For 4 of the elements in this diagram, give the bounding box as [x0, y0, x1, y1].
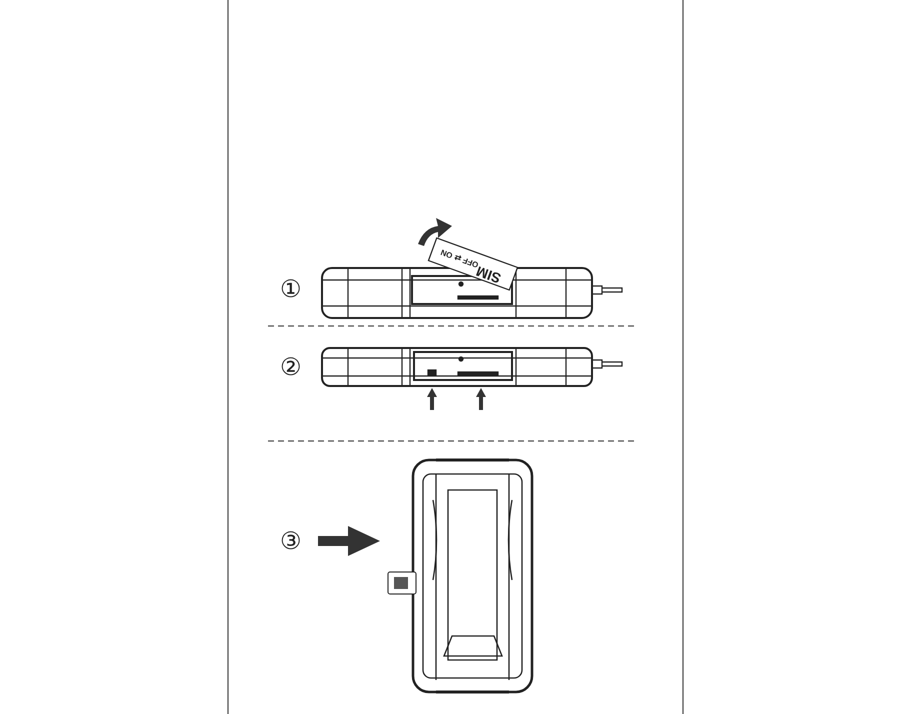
- step-number: ②: [280, 356, 302, 380]
- step-number: ①: [280, 278, 302, 302]
- step-number: ③: [280, 530, 302, 554]
- switch-label: OFF ⇄ ON: [440, 248, 480, 268]
